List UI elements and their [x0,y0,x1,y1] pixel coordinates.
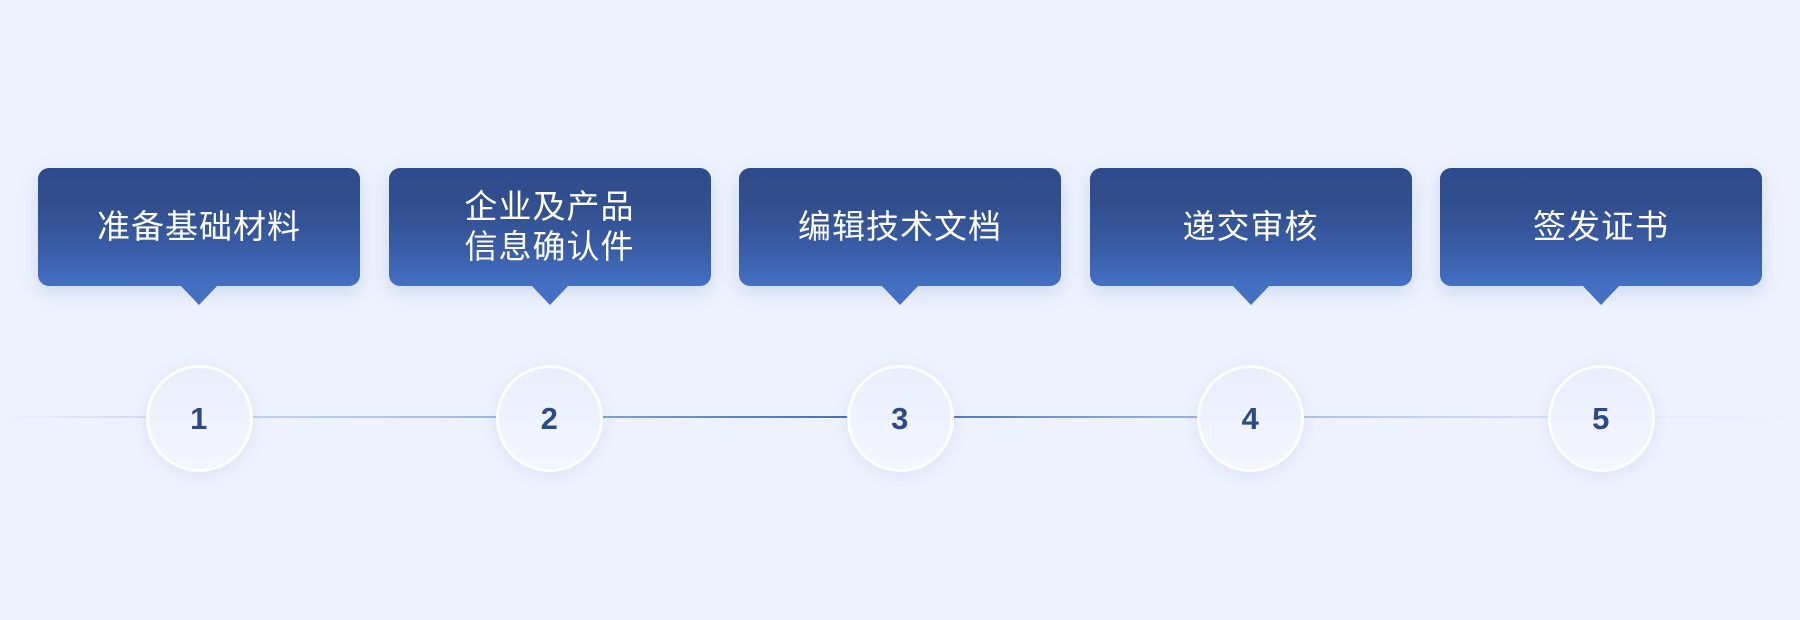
step-card-2[interactable]: 企业及产品 信息确认件 [388,168,711,305]
step-card-label-5: 签发证书 [1533,207,1669,245]
step-circle-3[interactable]: 3 [846,364,954,472]
step-circle-slot-3: 3 [739,364,1061,472]
step-number-4: 4 [1241,400,1260,436]
step-card-5[interactable]: 签发证书 [1440,168,1762,305]
step-card-label-1: 准备基础材料 [97,207,301,245]
pointer-tail-icon [1231,285,1270,305]
step-circle-slot-5: 5 [1440,364,1762,472]
pointer-tail-icon [1582,285,1620,305]
step-card-label-2: 企业及产品 信息确认件 [464,187,635,265]
step-number-5: 5 [1592,400,1610,436]
step-numbers-row: 1 2 3 4 5 [38,363,1762,473]
step-circle-2[interactable]: 2 [496,364,603,472]
step-circle-slot-4: 4 [1090,364,1412,472]
step-number-1: 1 [190,400,208,436]
step-card-4[interactable]: 递交审核 [1089,168,1412,305]
step-circle-5[interactable]: 5 [1547,364,1655,472]
step-cards-row: 准备基础材料 企业及产品 信息确认件 编辑技术文档 递交审核 签发证书 [38,168,1762,305]
step-card-label-4: 递交审核 [1182,207,1319,245]
step-card-1[interactable]: 准备基础材料 [38,168,360,305]
step-circle-slot-2: 2 [389,364,711,472]
step-circle-4[interactable]: 4 [1197,364,1304,472]
step-number-2: 2 [540,400,559,436]
step-circle-1[interactable]: 1 [145,364,253,472]
pointer-tail-icon [881,285,919,305]
step-number-3: 3 [891,400,909,436]
step-circle-slot-1: 1 [38,364,360,472]
step-card-3[interactable]: 编辑技术文档 [739,168,1061,305]
pointer-tail-icon [530,285,569,305]
step-card-label-3: 编辑技术文档 [798,207,1002,245]
pointer-tail-icon [180,285,218,305]
